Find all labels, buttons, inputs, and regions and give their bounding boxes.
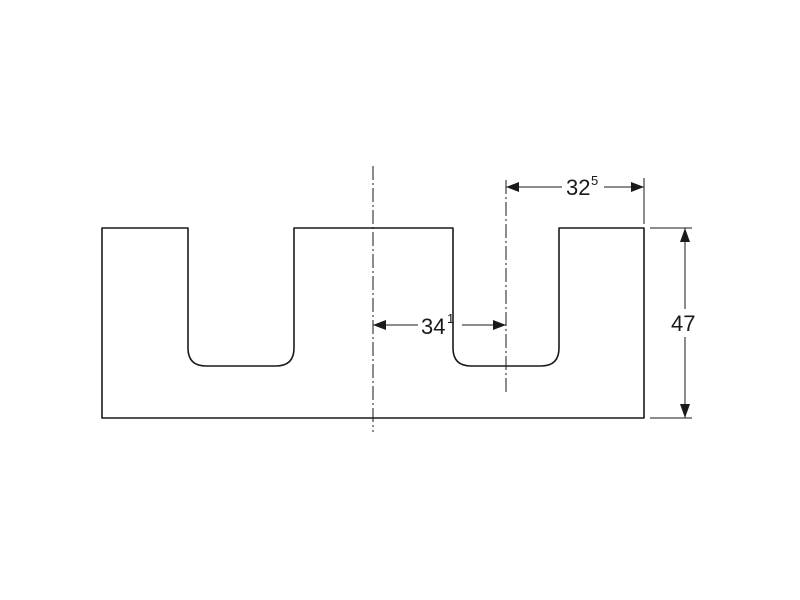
dimension-superscript: 1 — [447, 311, 454, 326]
arrow-left-icon — [506, 182, 519, 192]
dimension-center-offset: 34 1 — [373, 311, 506, 339]
dimension-value: 34 — [421, 314, 445, 339]
arrow-left-icon — [373, 320, 386, 330]
arrow-right-icon — [493, 320, 506, 330]
dimension-height: 47 — [668, 228, 702, 418]
dimension-value: 47 — [671, 311, 695, 336]
dimension-width-right: 32 5 — [506, 173, 644, 200]
arrow-right-icon — [631, 182, 644, 192]
dimension-value: 32 — [566, 175, 590, 200]
arrow-down-icon — [680, 404, 690, 418]
dimension-superscript: 5 — [591, 173, 598, 188]
arrow-up-icon — [680, 228, 690, 242]
